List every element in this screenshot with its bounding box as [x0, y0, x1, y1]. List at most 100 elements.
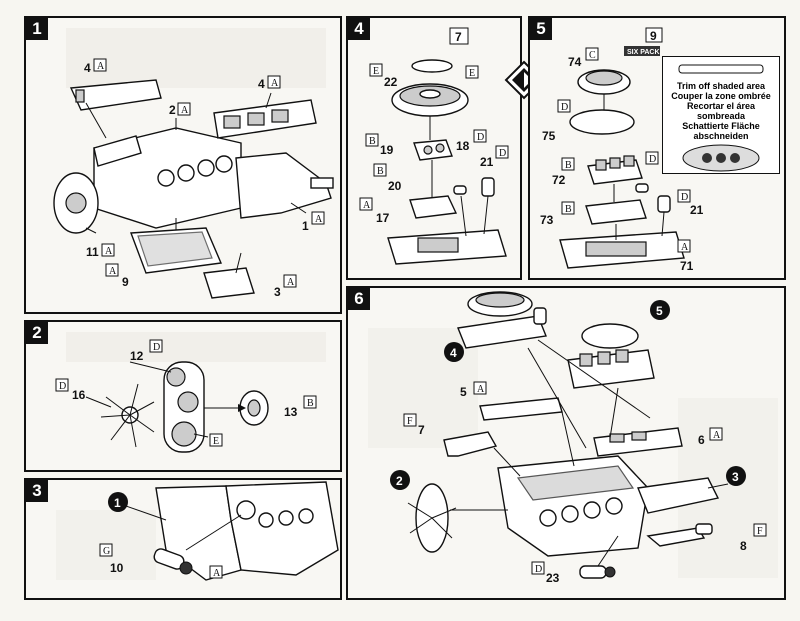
step6-callout-num: 8 — [740, 539, 747, 553]
step5-callout-letter: D — [561, 102, 568, 113]
exhaust-pipe-8-part — [646, 523, 713, 547]
step-3-panel: 3 1 G 10 A — [24, 478, 342, 600]
trim-notice-box: Trim off shaded area Couper la zone ombr… — [662, 56, 780, 174]
step3-callout-num: 10 — [110, 561, 124, 575]
step6-badge: 2 — [396, 474, 403, 488]
step6-badge: 4 — [450, 346, 457, 360]
step-1-panel: 1 — [24, 16, 342, 314]
step6-badge: 5 — [656, 304, 663, 318]
step6-callout-num: 23 — [546, 571, 560, 585]
step1-callout-num: 4 — [84, 61, 91, 75]
step5-callout-num: 73 — [540, 213, 554, 227]
oil-filter-part — [657, 195, 671, 213]
fan-part — [100, 383, 155, 448]
step6-callout-num: 5 — [460, 385, 467, 399]
step4-callout-letter: D — [477, 132, 484, 143]
step1-callout-num: 11 — [86, 245, 99, 259]
step-6-number: 6 — [348, 288, 370, 310]
engine-base-71-part — [559, 231, 685, 269]
pulley-belt-part — [163, 361, 205, 453]
step1-callout-num: 4 — [258, 77, 265, 91]
step-4-illustration: 7 — [359, 27, 509, 265]
fuel-pump-part — [153, 548, 193, 575]
step4-callout-letter: A — [363, 200, 371, 211]
step1-callout-num: 1 — [302, 219, 309, 233]
step5-callout-num: 71 — [680, 259, 694, 273]
step4-callout-num: 22 — [384, 75, 398, 89]
step4-callout-num: 21 — [480, 155, 494, 169]
step-1-illustration: 4 A 2 A 4 A 11 A A 9 1 A 3 A — [53, 28, 334, 299]
step1-callout-letter: A — [271, 78, 279, 89]
step6-callout-letter: F — [407, 416, 413, 427]
step5-callout-letter: D — [681, 192, 688, 203]
step-2-number: 2 — [26, 322, 48, 344]
step4-callout-letter: B — [377, 166, 384, 177]
step6-callout-letter: A — [477, 384, 485, 395]
step1-callout-num: 3 — [274, 285, 281, 299]
step1-callout-letter: A — [181, 105, 189, 116]
step5-callout-letter: D — [649, 154, 656, 165]
step5-callout-num: 21 — [690, 203, 704, 217]
step5-callout-num: 72 — [552, 173, 566, 187]
step2-callout-letter: D — [59, 381, 66, 392]
step2-callout-num: 16 — [72, 388, 86, 402]
step4-decal-number: 7 — [455, 30, 462, 44]
step-5-panel: 5 9 SIX PACK — [528, 16, 786, 280]
step1-callout-letter: A — [97, 61, 105, 72]
step5-callout-letter: B — [565, 160, 572, 171]
step6-callout-num: 6 — [698, 433, 705, 447]
transmission-part — [235, 152, 334, 219]
step4-callout-letter: E — [469, 68, 475, 79]
oil-filter-part — [481, 177, 495, 197]
fan-assembly-part — [407, 483, 457, 553]
engine-block-part — [93, 127, 242, 229]
step4-callout-num: 17 — [376, 211, 390, 225]
step-5-number: 5 — [530, 18, 552, 40]
step5-callout-letter: B — [565, 204, 572, 215]
step-3-illustration: 1 G 10 A — [56, 481, 339, 581]
step5-decal-text: SIX PACK — [627, 49, 660, 56]
step2-callout-num: 13 — [284, 405, 298, 419]
step6-callout-letter: F — [757, 526, 763, 537]
trim-notice-line: Trim off shaded area — [676, 81, 766, 91]
valley-cover-part — [69, 79, 162, 111]
fuel-filter-part — [453, 185, 467, 195]
step-6-panel: 6 4 5 — [346, 286, 786, 600]
engine-base-part — [387, 229, 507, 265]
step4-callout-num: 20 — [388, 179, 402, 193]
trim-notice-line: Recortar el área sombreada — [686, 101, 756, 121]
step-2-illustration: 12 D D 16 13 B E — [55, 332, 326, 453]
step5-callout-letter: C — [589, 50, 596, 61]
step4-callout-letter: E — [373, 66, 379, 77]
step5-callout-num: 74 — [568, 55, 582, 69]
engine-assembly-part — [497, 455, 720, 557]
step2-callout-letter: E — [213, 436, 219, 447]
step6-callout-letter: A — [713, 430, 721, 441]
step-1-number: 1 — [26, 18, 48, 40]
trim-part-bottom-illustration — [682, 144, 760, 172]
cylinder-head-part — [213, 99, 317, 139]
trim-part-top-illustration — [678, 64, 764, 74]
step5-callout-letter: A — [681, 242, 689, 253]
alternator-part — [239, 390, 269, 426]
step6-badge: 3 — [732, 470, 739, 484]
bellhousing-cover-part — [203, 267, 255, 299]
valve-cover-6-part — [593, 427, 683, 457]
oval-air-cleaner-part — [577, 69, 631, 95]
step5-decal-number: 9 — [650, 29, 657, 43]
trim-notice-line: Couper la zone ombrée — [671, 91, 771, 101]
step1-callout-letter: A — [287, 277, 295, 288]
step2-callout-letter: B — [307, 398, 314, 409]
step2-callout-num: 12 — [130, 349, 144, 363]
step-6-illustration: 4 5 — [368, 291, 778, 585]
step-2-panel: 2 — [24, 320, 342, 472]
step-4-panel: 4 7 — [346, 16, 522, 280]
step5-callout-num: 75 — [542, 129, 556, 143]
water-pump-part — [53, 172, 99, 234]
subassembly-4-part — [457, 291, 547, 349]
fuel-filter-part — [635, 183, 649, 193]
oil-pan-part — [130, 227, 223, 274]
step4-callout-num: 19 — [380, 143, 394, 157]
step4-callout-num: 18 — [456, 139, 470, 153]
